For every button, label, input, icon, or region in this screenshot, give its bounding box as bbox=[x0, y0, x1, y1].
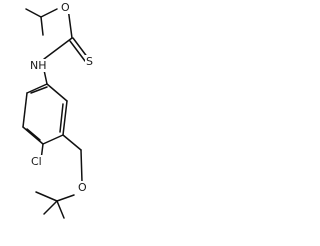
bond-tbutyl-ch3-a bbox=[35, 191, 58, 202]
bond-isopropyl-ch3-b bbox=[40, 16, 44, 36]
sulfur-label: S bbox=[86, 55, 93, 68]
ring-bond-3 bbox=[42, 134, 64, 145]
bond-isopropyl-ch-o bbox=[40, 8, 58, 18]
ring-inner-bond-c bbox=[30, 86, 48, 94]
ring-bond-2 bbox=[62, 100, 68, 136]
ring-bond-4 bbox=[22, 126, 44, 145]
structure-diagram: O S NH Cl O bbox=[22, 1, 96, 219]
bond-c-s-double-b bbox=[69, 40, 86, 62]
oxygen-top-label: O bbox=[61, 1, 70, 14]
bond-tbutyl-ch3-c bbox=[56, 200, 65, 219]
bond-o-tbutyl-c bbox=[56, 194, 75, 202]
ring-inner-bond-b bbox=[26, 128, 41, 141]
bond-layer bbox=[22, 7, 89, 219]
bond-isopropyl-ch3-a bbox=[25, 8, 42, 18]
ring-bond-6 bbox=[26, 83, 48, 94]
ring-bond-1 bbox=[46, 83, 68, 102]
bond-c-n bbox=[43, 37, 73, 60]
bond-tbutyl-ch3-b bbox=[43, 200, 58, 215]
atom-label-layer: O S NH Cl O bbox=[29, 1, 96, 194]
bond-n-ring bbox=[43, 69, 48, 85]
bond-ch2-o bbox=[80, 149, 83, 183]
ring-inner-bond-a bbox=[59, 103, 64, 133]
oxygen-bottom-label: O bbox=[78, 181, 87, 194]
chlorine-label: Cl bbox=[31, 155, 42, 168]
nitrogen-label: NH bbox=[30, 59, 47, 72]
bond-ring-ch2 bbox=[62, 134, 82, 151]
ring-bond-5 bbox=[22, 92, 28, 128]
bond-c-s-double-a bbox=[72, 37, 89, 59]
